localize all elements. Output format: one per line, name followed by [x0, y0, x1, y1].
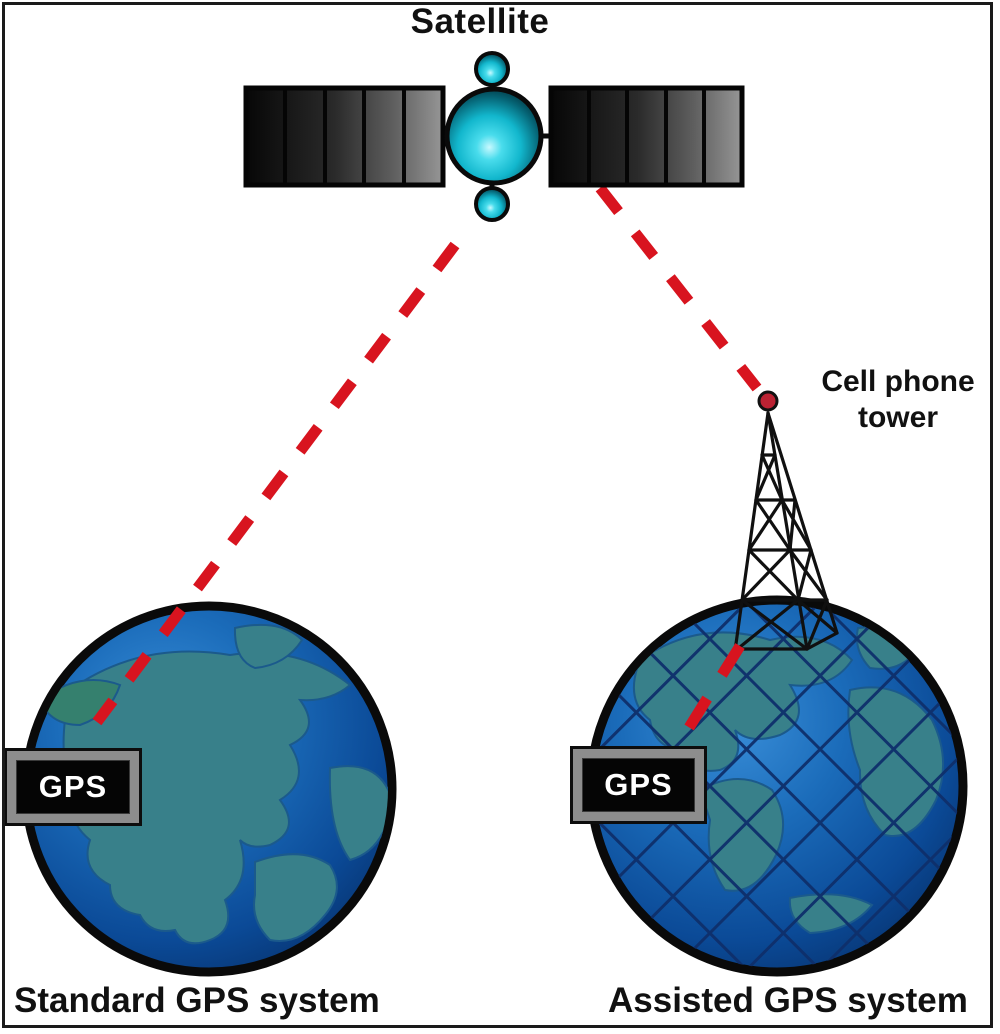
gps-receiver-standard: GPS: [4, 748, 142, 826]
gps-label-right: GPS: [582, 758, 695, 812]
cell-tower: [733, 411, 839, 653]
satellite-bottom-sphere: [474, 186, 510, 222]
satellite-top-sphere: [474, 51, 510, 87]
signal-satellite-to-gps: [92, 241, 460, 726]
cell-tower-label-line1: Cell phone: [821, 365, 975, 398]
cell-tower-label: Cell phone tower: [798, 364, 998, 436]
solar-panel-right: [548, 85, 745, 188]
gps-label-left: GPS: [16, 760, 130, 814]
satellite-body-sphere: [444, 86, 544, 186]
solar-panel-left: [243, 85, 446, 188]
caption-assisted-gps: Assisted GPS system: [608, 981, 968, 1020]
tower-antenna-dot: [757, 390, 779, 412]
signal-lines: [92, 184, 762, 745]
signal-tower-to-gps: [675, 643, 745, 745]
signal-satellite-to-tower: [595, 184, 762, 392]
coverage-grid: [595, 604, 959, 968]
globe-standard: [21, 601, 397, 977]
satellite-graphic: [243, 51, 745, 222]
globe-assisted: [586, 595, 968, 977]
gps-receiver-assisted: GPS: [570, 746, 707, 824]
caption-standard-gps: Standard GPS system: [14, 981, 380, 1020]
satellite-label: Satellite: [410, 2, 550, 41]
cell-tower-label-line2: tower: [857, 401, 938, 434]
